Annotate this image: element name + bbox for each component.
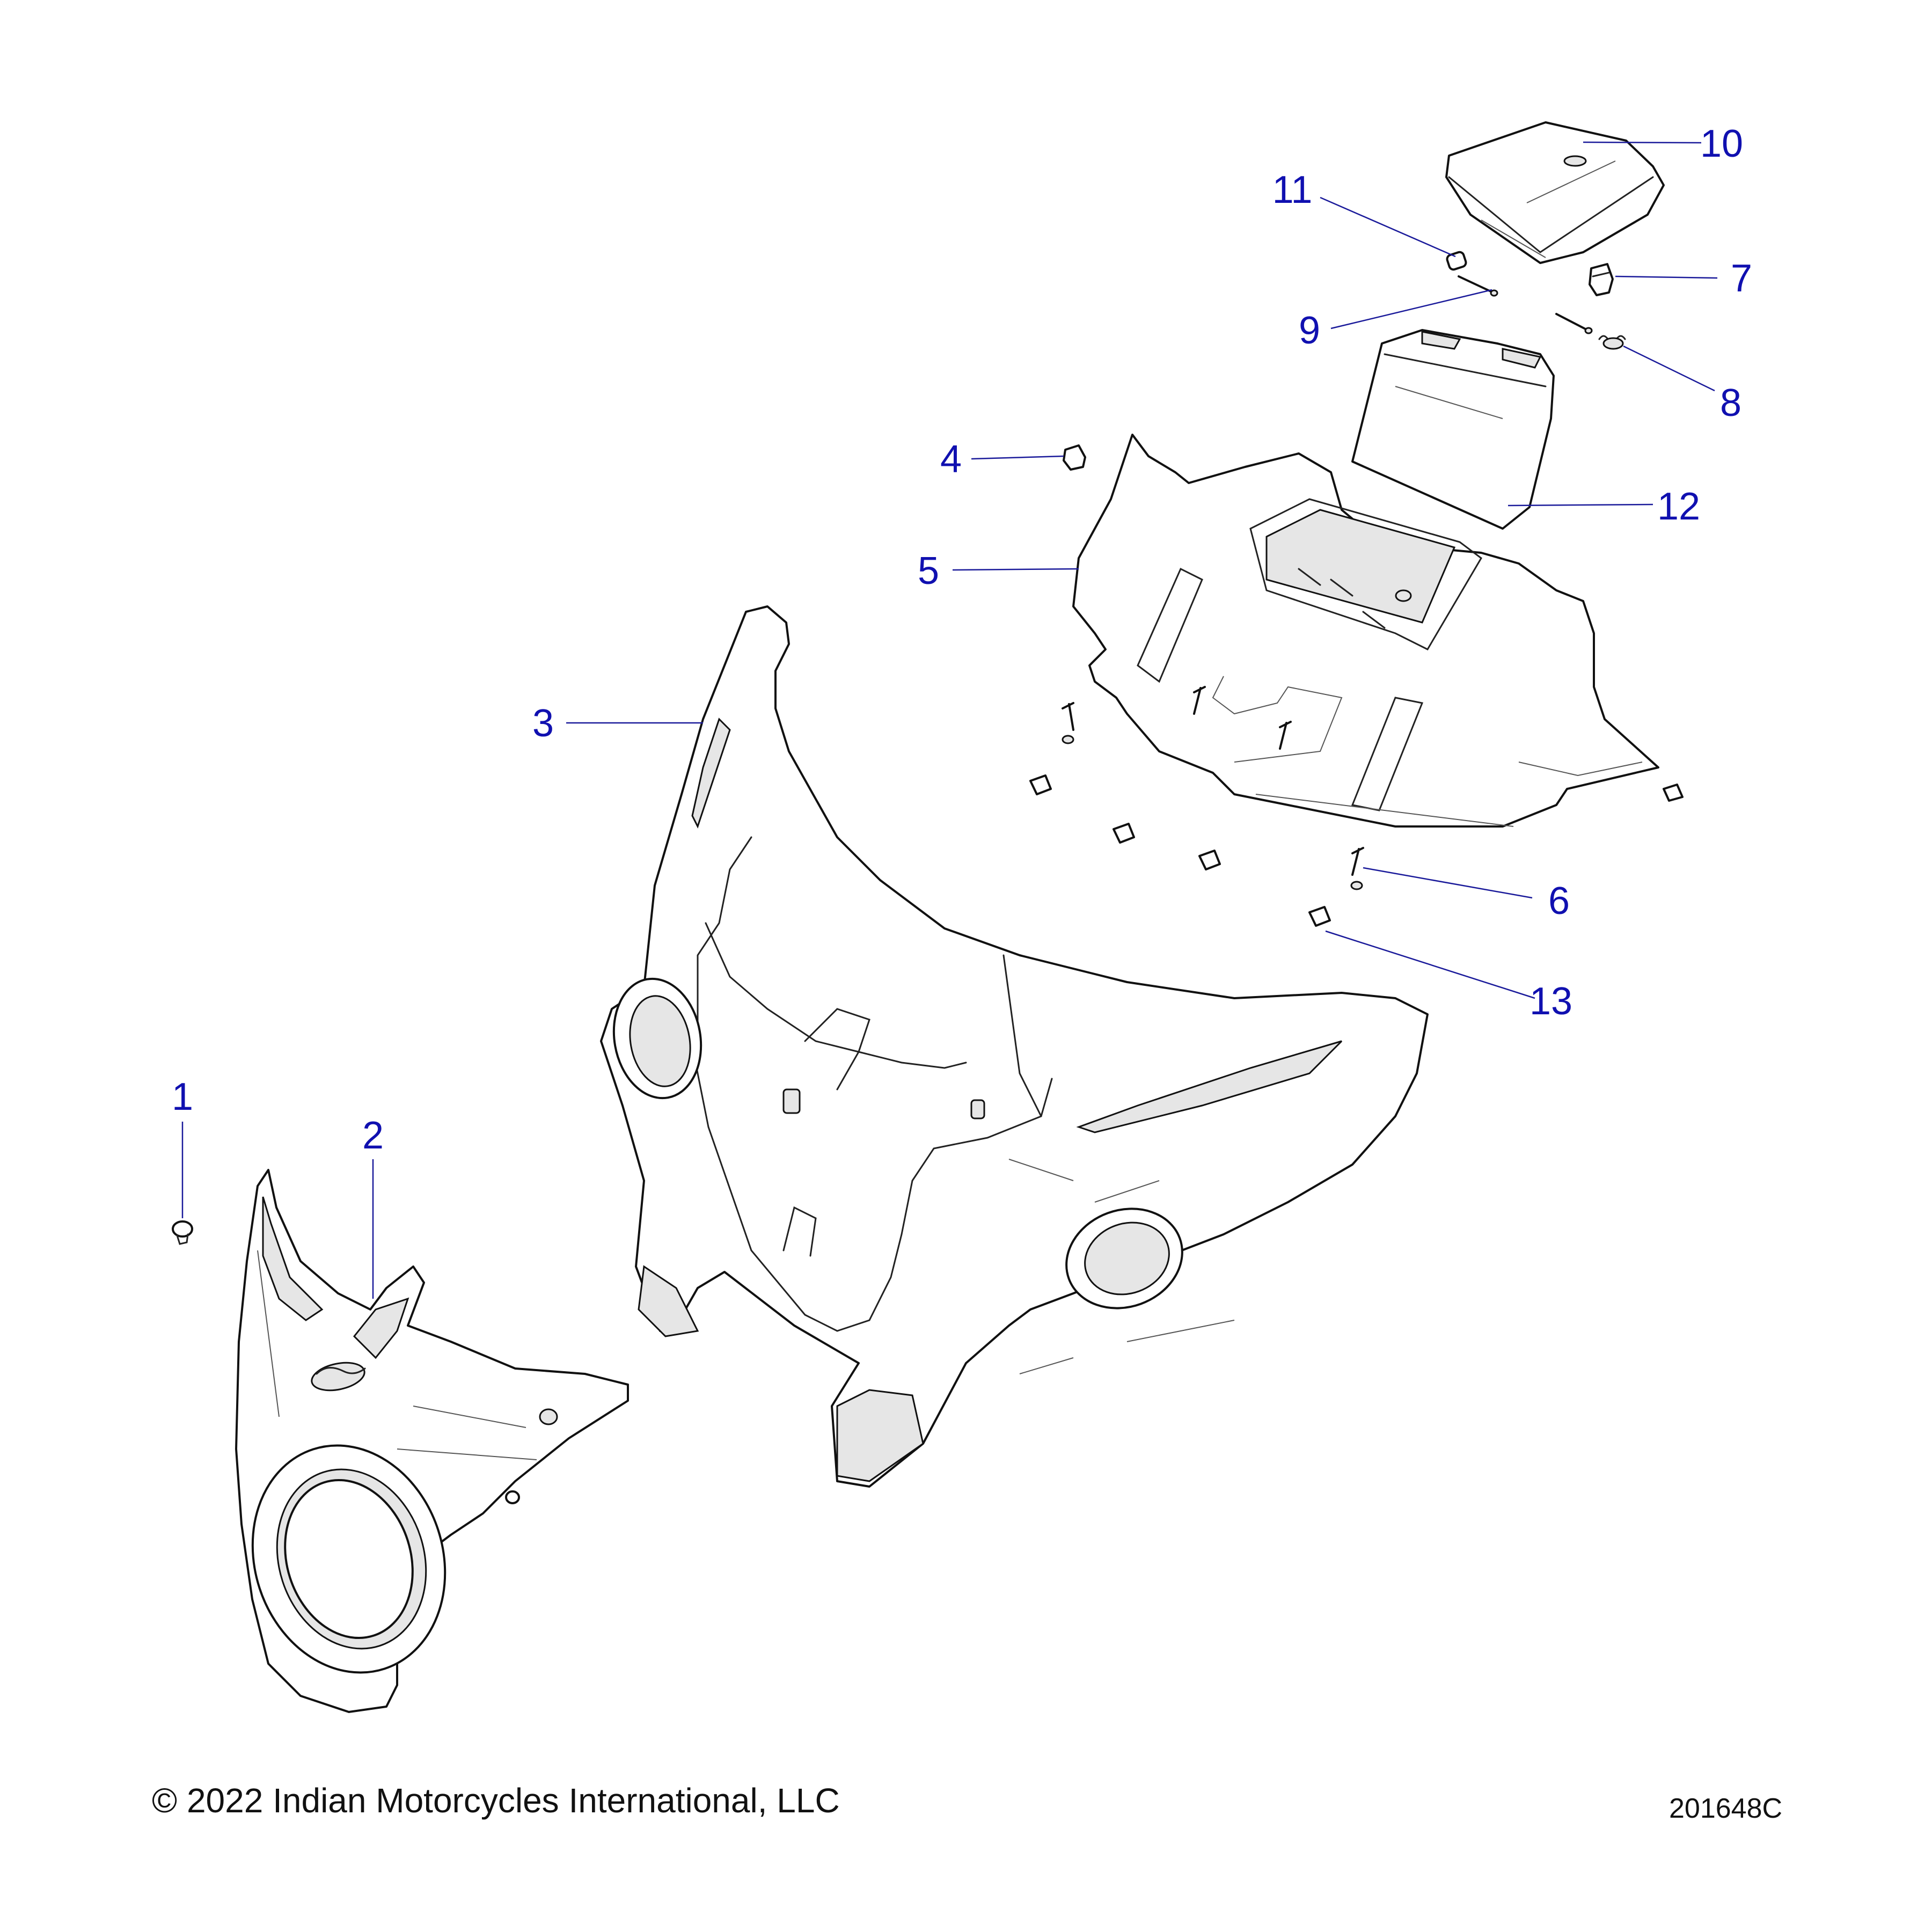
callout-4: 4 [940,438,962,481]
callout-12: 12 [1657,485,1700,528]
leader-lines [181,141,1718,1299]
callout-13: 13 [1529,980,1572,1023]
drawing-number: 201648C [1669,1793,1783,1824]
part-7-clip [1589,263,1614,296]
part-6-screws [1062,686,1364,890]
part-2-nacelle [235,1169,629,1713]
callout-8: 8 [1720,382,1741,425]
callout-11: 11 [1272,169,1313,211]
part-4-clip-nut [1063,444,1086,471]
part-13-clips [1029,774,1684,927]
callout-3: 3 [532,702,554,745]
part-5-inner-fairing [1072,434,1659,828]
callout-5: 5 [918,550,939,592]
callout-1: 1 [172,1075,193,1118]
part-2-fastener [505,1490,520,1504]
callout-9: 9 [1299,309,1320,352]
copyright-notice: © 2022 Indian Motorcycles International,… [152,1781,840,1820]
callout-2: 2 [362,1114,384,1157]
part-12-storage-bin [1351,329,1555,530]
callout-7: 7 [1731,257,1752,300]
part-9-pins [1458,275,1593,334]
part-3-outer-fairing [600,605,1429,1488]
part-11-bumper [1446,251,1467,271]
part-8-spring [1598,335,1626,350]
callout-labels: 1 2 3 4 5 6 7 8 9 10 11 12 13 [172,122,1752,1157]
callout-6: 6 [1548,880,1570,923]
callout-10: 10 [1700,122,1743,165]
part-1-push-rivet [172,1220,193,1245]
part-10-lid [1445,121,1665,264]
